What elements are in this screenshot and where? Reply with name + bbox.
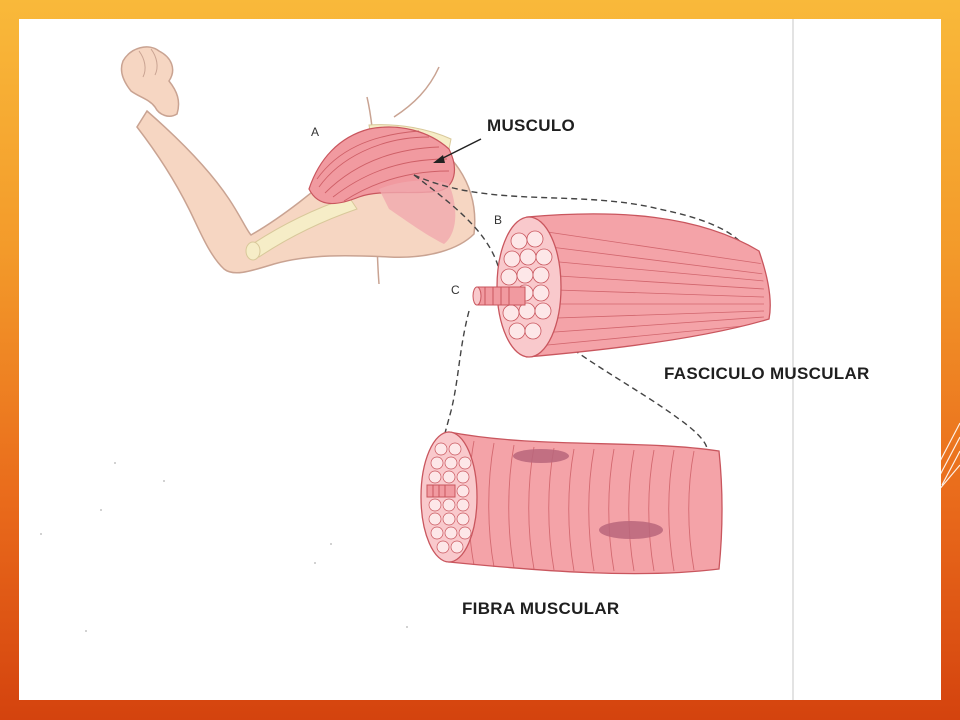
muscle-anatomy-diagram: A B C bbox=[40, 46, 771, 632]
figure-letter-c: C bbox=[451, 283, 460, 297]
label-musculo: MUSCULO bbox=[487, 116, 576, 135]
musculo-pointer-arrow bbox=[433, 138, 482, 163]
label-fasciculo-muscular: FASCICULO MUSCULAR bbox=[664, 364, 870, 383]
label-fibra-muscular: FIBRA MUSCULAR bbox=[462, 599, 620, 618]
fiber-illustration bbox=[420, 431, 723, 575]
decorative-lines bbox=[938, 422, 960, 492]
figure-letter-a: A bbox=[311, 125, 319, 139]
figure-letter-b: B bbox=[494, 213, 502, 227]
arm-illustration bbox=[120, 46, 476, 285]
fascicle-illustration bbox=[472, 213, 771, 358]
slide-canvas: A B C MUSCULO FASCICULO MUSCULAR FIBRA M… bbox=[19, 19, 941, 700]
content-divider bbox=[792, 19, 794, 700]
